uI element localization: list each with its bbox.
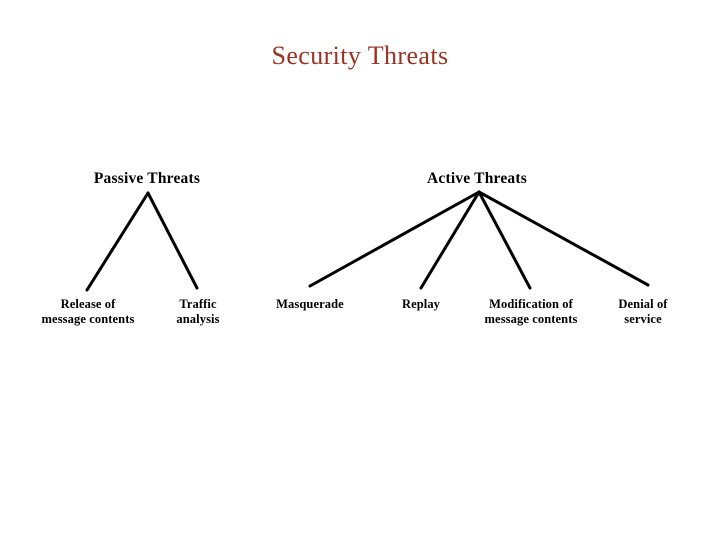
node-label-line1: Replay bbox=[401, 297, 441, 311]
page-title: Security Threats bbox=[271, 41, 449, 70]
node-label-line1: Traffic bbox=[179, 297, 217, 311]
node-passive-threats: Passive Threats bbox=[93, 170, 201, 187]
connector-active-to-denial bbox=[477, 190, 650, 287]
node-release-of-message-contents: Release of message contents bbox=[8, 297, 168, 327]
node-label-line2: analysis bbox=[176, 312, 220, 326]
node-label-line1: Masquerade bbox=[276, 297, 344, 311]
connector-passive-to-traffic bbox=[146, 191, 199, 290]
node-active-threats: Active Threats bbox=[427, 170, 527, 187]
node-label-line1: Modification of bbox=[489, 297, 573, 311]
node-denial-of-service: Denial of service bbox=[583, 297, 703, 327]
node-label-line1: Denial of bbox=[618, 297, 668, 311]
connector-active-to-masquerade bbox=[308, 190, 481, 288]
node-label-line2: message contents bbox=[41, 312, 135, 326]
node-modification-of-message-contents: Modification of message contents bbox=[451, 297, 611, 327]
node-traffic-analysis: Traffic analysis bbox=[138, 297, 258, 327]
connector-passive-to-release bbox=[85, 191, 150, 292]
node-replay: Replay bbox=[361, 297, 481, 312]
connector-active-to-modification bbox=[477, 190, 532, 290]
node-label-line2: service bbox=[624, 312, 662, 326]
node-masquerade: Masquerade bbox=[240, 297, 380, 312]
node-label-line1: Release of bbox=[60, 297, 116, 311]
node-label-line2: message contents bbox=[484, 312, 578, 326]
connector-active-to-replay bbox=[419, 190, 481, 290]
